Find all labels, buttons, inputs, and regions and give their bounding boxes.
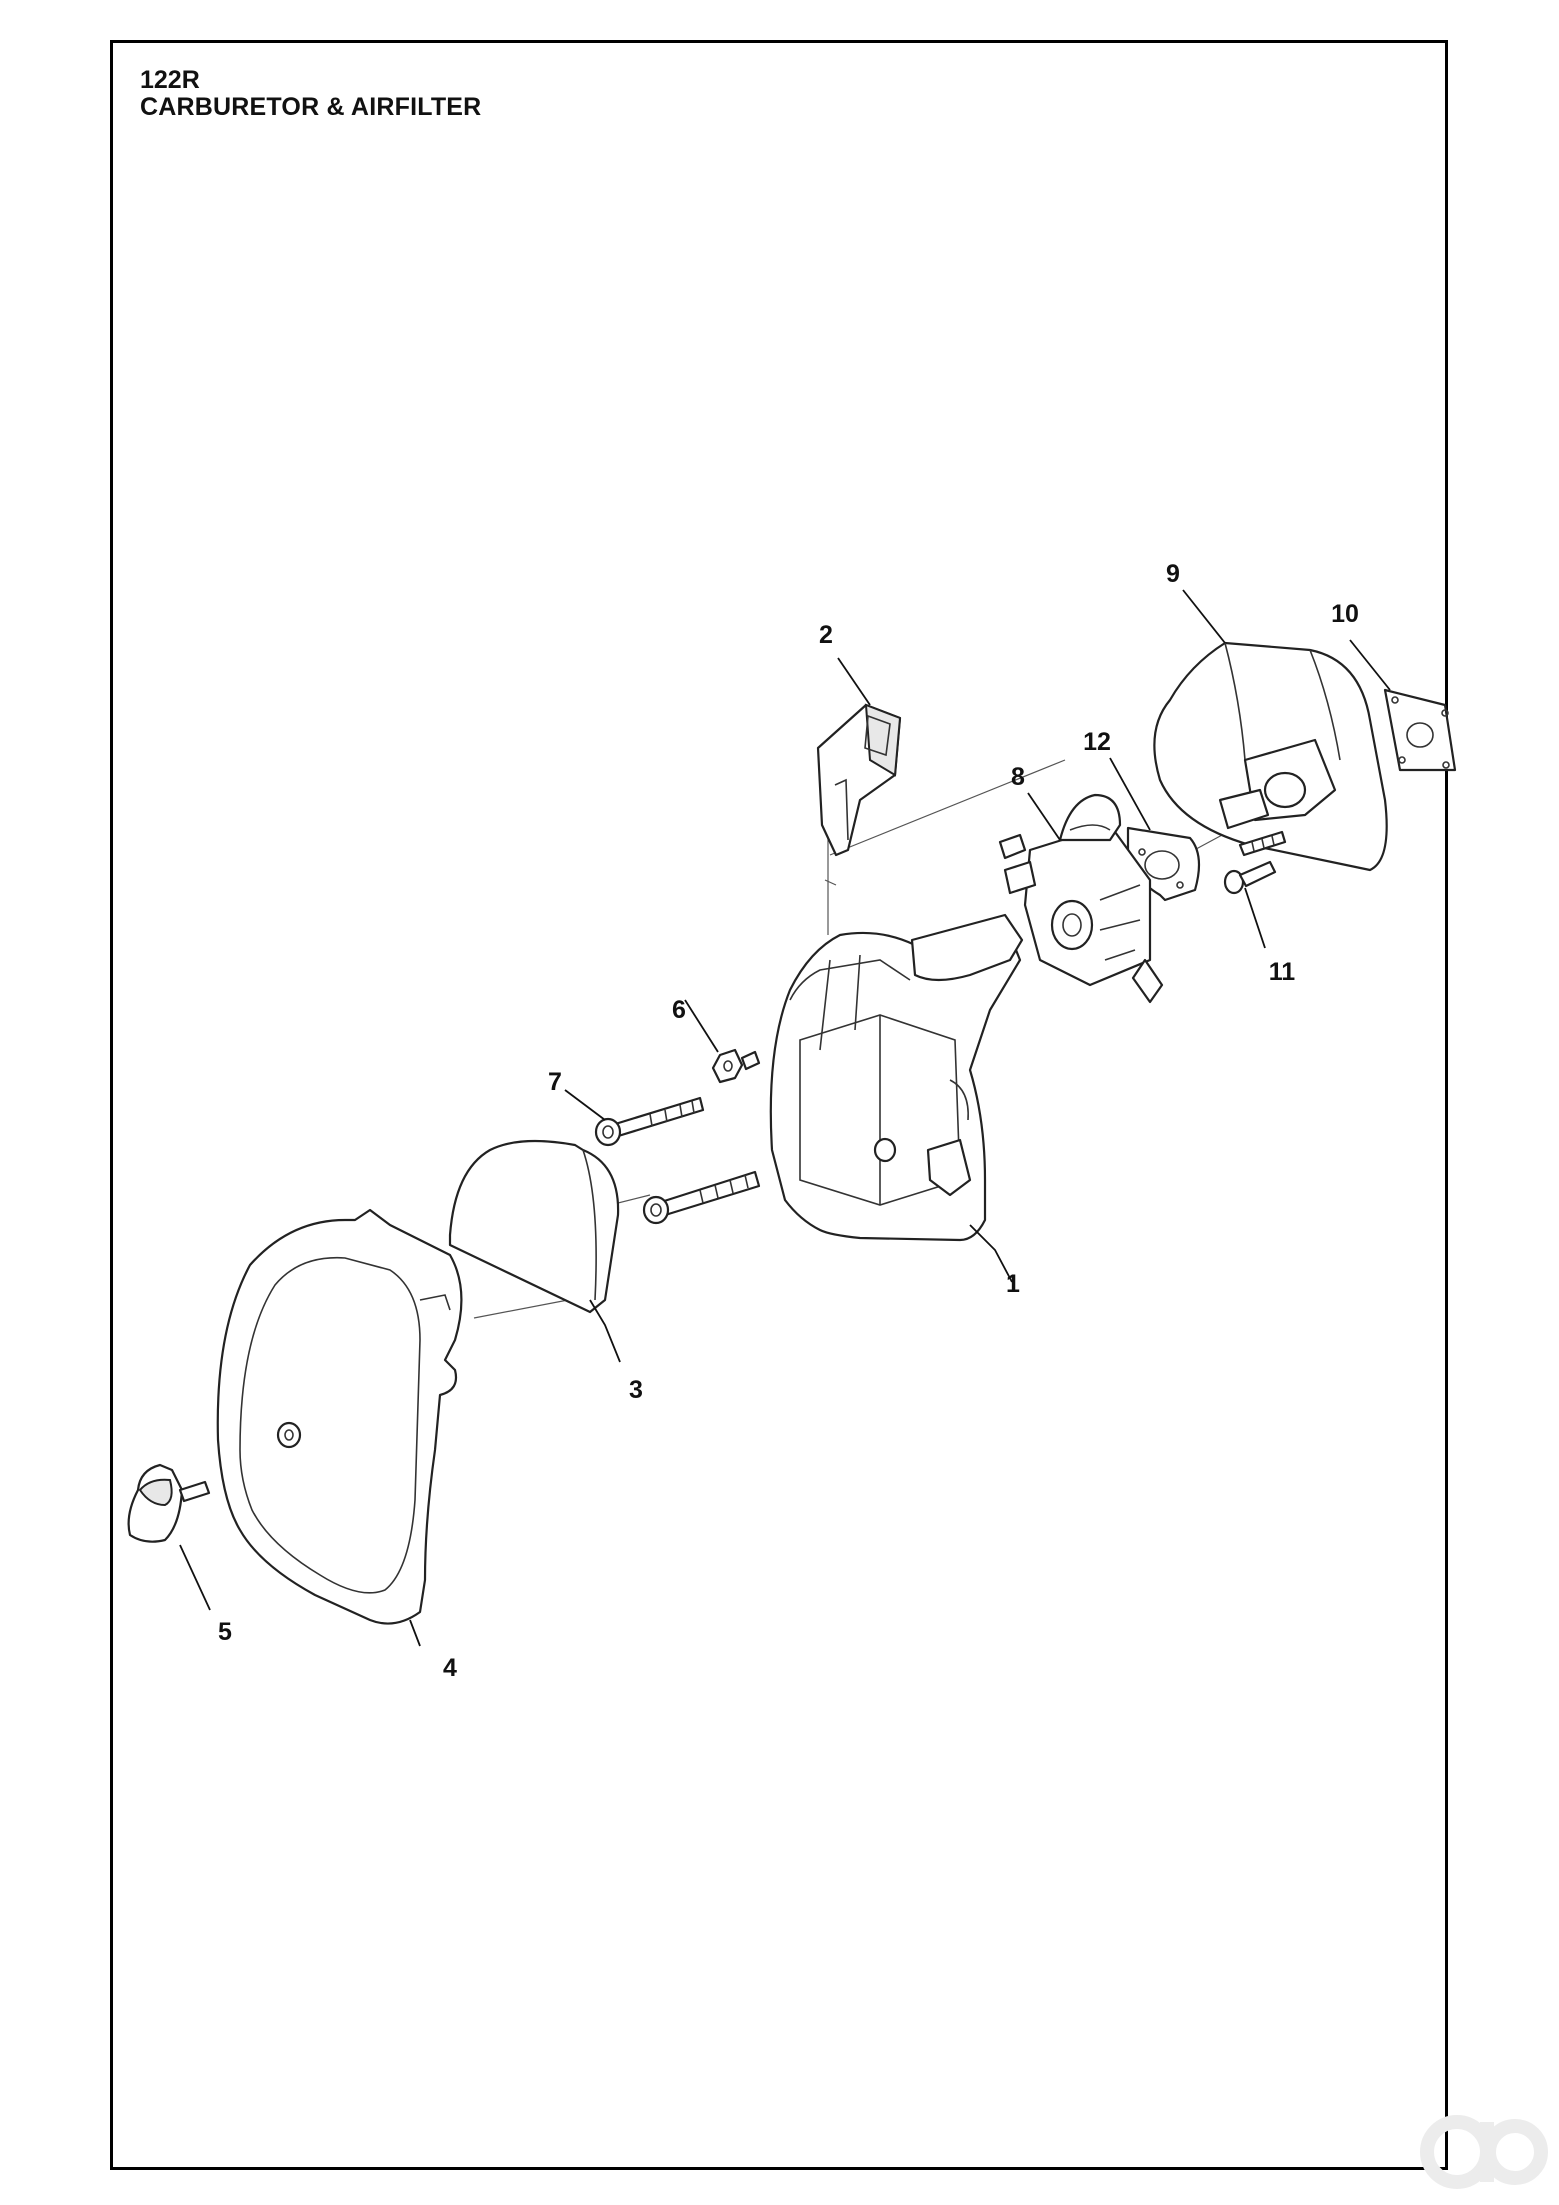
callout-3: 3	[629, 1376, 643, 1404]
part-9-carburetor-housing	[1153, 641, 1388, 872]
part-7-screw-lower	[642, 1170, 761, 1225]
callout-2: 2	[819, 621, 833, 649]
page-title: CARBURETOR & AIRFILTER	[140, 93, 482, 121]
part-6-nut	[711, 1048, 761, 1084]
model-number: 122R	[140, 66, 200, 94]
part-2-choke-control	[816, 703, 902, 857]
leader-lines	[179, 589, 1391, 1647]
part-3-air-filter	[448, 1139, 620, 1314]
callout-9: 9	[1166, 560, 1180, 588]
part-7-screw-upper	[594, 1096, 705, 1147]
watermark-logo-icon	[1420, 2115, 1548, 2189]
callout-6: 6	[672, 996, 686, 1024]
callout-12: 12	[1083, 728, 1111, 756]
part-4-air-filter-cover	[216, 1208, 463, 1625]
part-8-carburetor	[998, 793, 1164, 1004]
callout-7: 7	[548, 1068, 562, 1096]
part-11-screw	[1223, 830, 1287, 895]
part-1-air-filter-holder	[769, 913, 1024, 1242]
callout-1: 1	[1006, 1270, 1020, 1298]
callout-5: 5	[218, 1618, 232, 1646]
part-10-gasket	[1383, 688, 1457, 772]
callout-8: 8	[1011, 763, 1025, 791]
callout-11: 11	[1269, 958, 1296, 986]
callout-10: 10	[1331, 600, 1359, 628]
part-5-knob	[127, 1463, 211, 1543]
diagram-frame	[110, 40, 1448, 2170]
callout-4: 4	[443, 1654, 457, 1682]
